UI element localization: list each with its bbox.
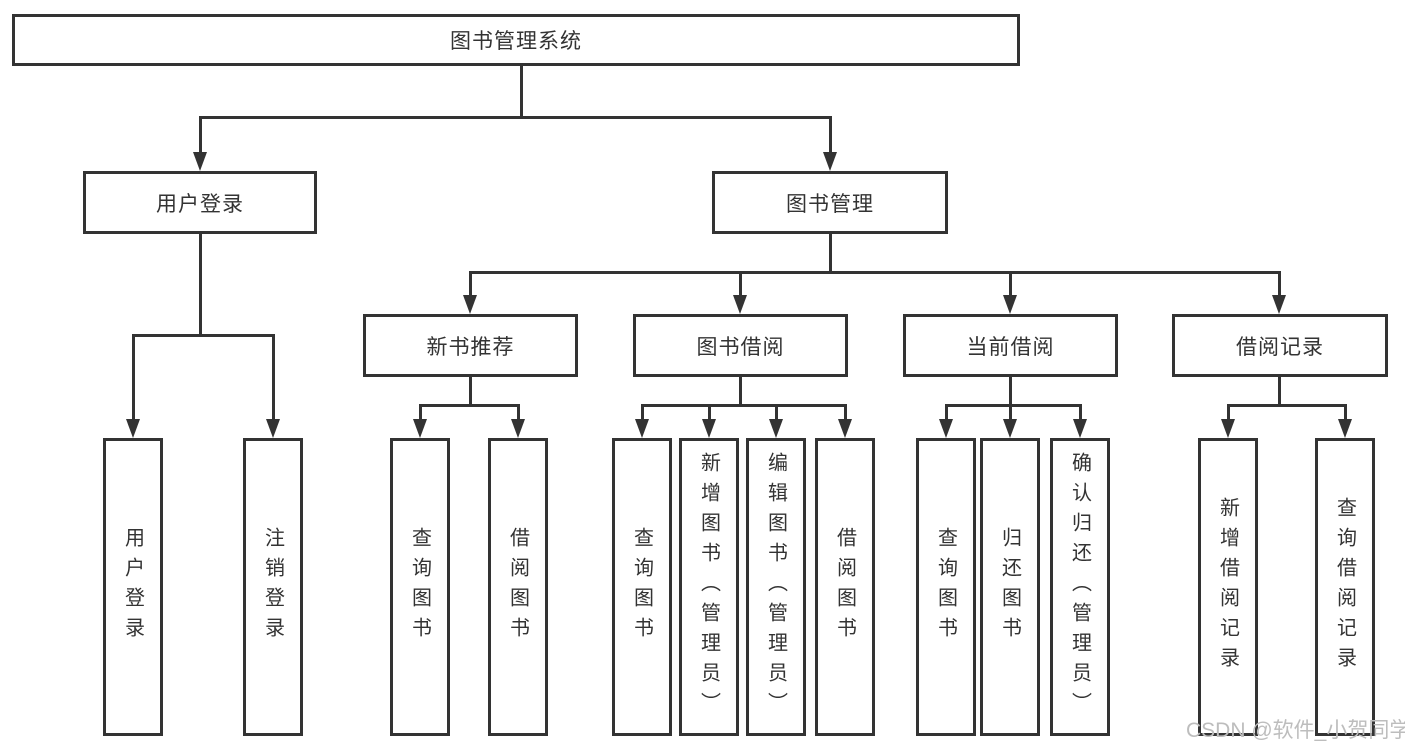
arrow-down-icon (838, 419, 852, 438)
node-current-borrowing: 当前借阅 (903, 314, 1118, 377)
connector-drop-leaf (1344, 404, 1347, 421)
connector-newbook-bar (419, 404, 519, 407)
arrow-down-icon (1003, 295, 1017, 314)
arrow-down-icon (635, 419, 649, 438)
connector-drop-leaf (1009, 404, 1012, 421)
connector-drop-leaf (1079, 404, 1082, 421)
node-leaf-borrow-books-1: 借阅图书 (488, 438, 548, 736)
node-leaf-query-books-1: 查询图书 (390, 438, 450, 736)
connector-drop-leaf (419, 404, 422, 421)
node-leaf-logout: 注销登录 (243, 438, 303, 736)
connector-newbook-stub (469, 375, 472, 406)
connector-currentborrow-stub (1009, 375, 1012, 406)
arrow-down-icon (769, 419, 783, 438)
arrow-down-icon (1003, 419, 1017, 438)
csdn-watermark: CSDN @软件_小贺同学 (1186, 719, 1405, 742)
connector-bookmgmt-bar (469, 271, 1281, 274)
connector-drop-level3 (469, 271, 472, 297)
arrow-down-icon (266, 419, 280, 438)
node-leaf-add-books-admin: 新增图书（管理员） (679, 438, 739, 736)
connector-borrowrecord-stub (1278, 375, 1281, 406)
connector-drop-level3 (1009, 271, 1012, 297)
connector-drop-leaf (775, 404, 778, 421)
arrow-down-icon (413, 419, 427, 438)
arrow-down-icon (733, 295, 747, 314)
connector-drop-book-management (829, 116, 832, 153)
node-user-login: 用户登录 (83, 171, 317, 234)
node-leaf-query-books-2: 查询图书 (612, 438, 672, 736)
connector-drop-leaf (945, 404, 948, 421)
node-leaf-add-borrow-record: 新增借阅记录 (1198, 438, 1258, 736)
connector-bookmgmt-stub (829, 232, 832, 273)
connector-root-stub (520, 64, 523, 118)
arrow-down-icon (1338, 419, 1352, 438)
connector-bookborrow-stub (739, 375, 742, 406)
connector-drop-leaf (641, 404, 644, 421)
connector-currentborrow-bar (945, 404, 1081, 407)
connector-drop-level3 (739, 271, 742, 297)
node-borrowing-records: 借阅记录 (1172, 314, 1388, 377)
node-leaf-edit-books-admin: 编辑图书（管理员） (746, 438, 806, 736)
node-leaf-query-borrow-record: 查询借阅记录 (1315, 438, 1375, 736)
arrow-down-icon (463, 295, 477, 314)
arrow-down-icon (939, 419, 953, 438)
connector-drop-leaf (272, 334, 275, 419)
connector-drop-user-login (199, 116, 202, 153)
node-leaf-query-books-3: 查询图书 (916, 438, 976, 736)
connector-root-bar (199, 116, 831, 119)
arrow-down-icon (1221, 419, 1235, 438)
arrow-down-icon (126, 419, 140, 438)
arrow-down-icon (702, 419, 716, 438)
connector-drop-level3 (1278, 271, 1281, 297)
node-book-borrowing: 图书借阅 (633, 314, 848, 377)
arrow-down-icon (1272, 295, 1286, 314)
node-leaf-return-books: 归还图书 (980, 438, 1040, 736)
connector-drop-leaf (844, 404, 847, 421)
node-leaf-user-login: 用户登录 (103, 438, 163, 736)
connector-userlogin-stub (199, 232, 202, 336)
node-library-system: 图书管理系统 (12, 14, 1020, 66)
node-leaf-borrow-books-2: 借阅图书 (815, 438, 875, 736)
node-leaf-confirm-return-admin: 确认归还（管理员） (1050, 438, 1110, 736)
arrow-down-icon (193, 152, 207, 171)
arrow-down-icon (511, 419, 525, 438)
node-new-book-recommendation: 新书推荐 (363, 314, 578, 377)
connector-borrowrecord-bar (1227, 404, 1346, 407)
connector-drop-leaf (708, 404, 711, 421)
connector-drop-leaf (132, 334, 135, 419)
arrow-down-icon (1073, 419, 1087, 438)
connector-drop-leaf (1227, 404, 1230, 421)
connector-drop-leaf (517, 404, 520, 421)
connector-bookborrow-bar (641, 404, 846, 407)
arrow-down-icon (823, 152, 837, 171)
node-book-management: 图书管理 (712, 171, 948, 234)
connector-userlogin-bar (132, 334, 275, 337)
